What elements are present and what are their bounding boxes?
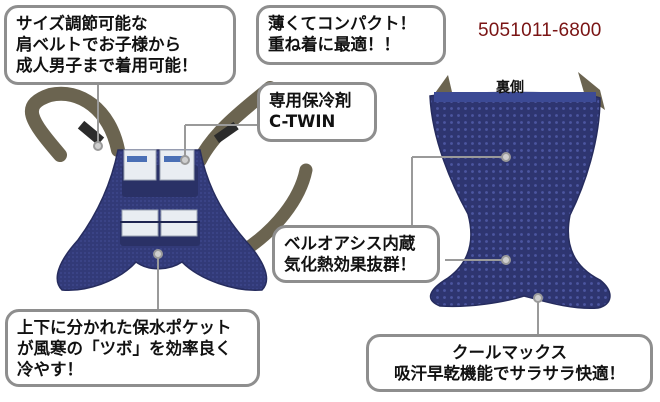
callout-fabric: ベルオアシス内蔵 気化熱効果抜群！ xyxy=(272,225,440,283)
coolant-pack-2 xyxy=(159,149,195,181)
front-right-lower-strap xyxy=(238,163,313,257)
front-vest xyxy=(24,81,313,291)
back-collar-band xyxy=(434,92,596,102)
coolant-pack-1 xyxy=(123,149,157,181)
back-vest xyxy=(429,72,611,309)
back-side-label: 裏側 xyxy=(496,80,524,96)
callout-coolant: 専用保冷剤 C-TWIN xyxy=(257,82,377,142)
product-code: 5051011-6800 xyxy=(478,20,602,41)
back-body xyxy=(429,91,611,309)
callout-pockets: 上下に分かれた保水ポケット が風寒の「ツボ」を効率良く 冷やす！ xyxy=(5,309,260,387)
callout-compact: 薄くてコンパクト！ 重ね着に最適！！ xyxy=(256,5,446,65)
front-left-strap xyxy=(24,86,125,162)
callout-size-adjust: サイズ調節可能な 肩ベルトでお子様から 成人男子まで着用可能！ xyxy=(4,5,236,85)
buckle xyxy=(77,120,105,146)
callout-coolmax: クールマックス 吸汗早乾機能でサラサラ快適！ xyxy=(366,334,653,392)
buckle-right xyxy=(213,121,239,143)
